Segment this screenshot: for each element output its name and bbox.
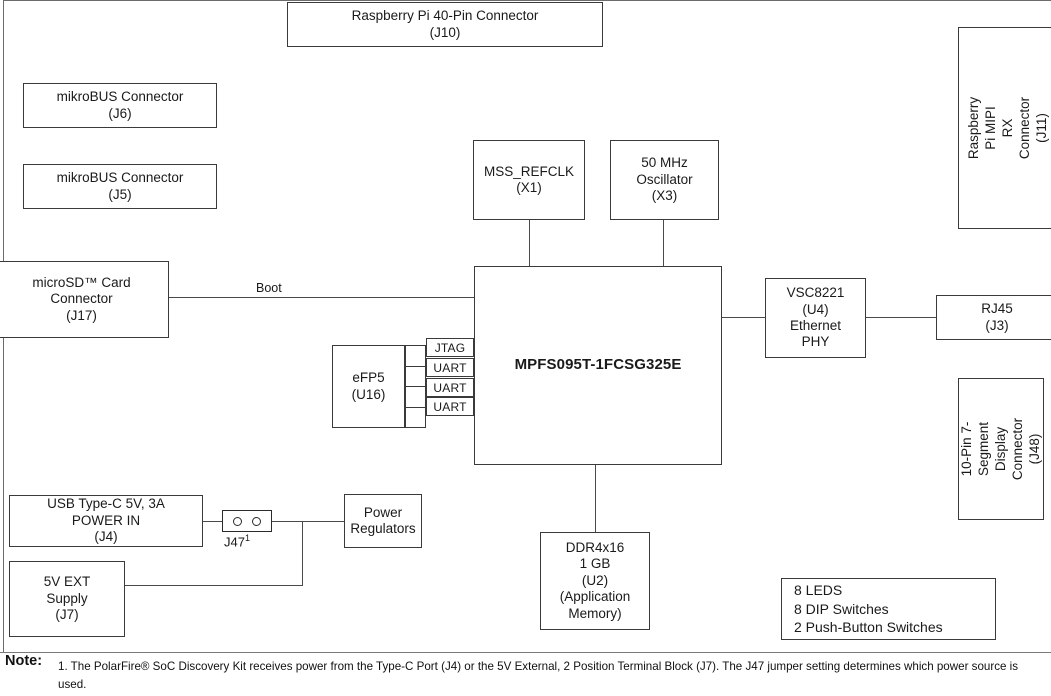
wire-soc-to-ddr4 (595, 464, 597, 533)
footnote-separator (0, 652, 1051, 654)
block-mikrobus-connector-j6[interactable]: mikroBUS Connector (J6) (23, 83, 217, 128)
interface-uart-2[interactable]: UART (426, 378, 474, 397)
block-usb-typec-power-in[interactable]: USB Type-C 5V, 3A POWER IN (J4) (9, 495, 203, 547)
wire-ext-supply-to-node (125, 585, 303, 587)
efp5-pin-cell-1 (406, 346, 425, 367)
wire-label-boot: Boot (253, 281, 285, 295)
jumper-j47[interactable] (222, 510, 272, 532)
block-raspberry-pi-mipi-rx-connector[interactable]: Raspberry Pi MIPI RX Connector (J11) (958, 27, 1051, 229)
footnote-area: Note: 1. The PolarFire® SoC Discovery Ki… (0, 652, 1051, 696)
block-rj45-connector[interactable]: RJ45 (J3) (936, 295, 1051, 340)
block-efp5[interactable]: eFP5 (U16) (332, 345, 405, 428)
block-io-summary[interactable]: 8 LEDS 8 DIP Switches 2 Push-Button Swit… (781, 578, 996, 640)
block-power-regulators[interactable]: Power Regulators (344, 494, 422, 548)
block-vsc8221-ethernet-phy[interactable]: VSC8221 (U4) Ethernet PHY (765, 278, 866, 358)
interface-uart-3[interactable]: UART (426, 397, 474, 416)
wire-refclk-to-soc (529, 220, 531, 268)
interface-jtag[interactable]: JTAG (426, 338, 474, 357)
block-mpfs095t-soc[interactable]: MPFS095T-1FCSG325E (474, 266, 722, 465)
efp5-pin-cell-2 (406, 367, 425, 387)
wire-soc-to-phy (721, 317, 767, 319)
block-mss-refclk[interactable]: MSS_REFCLK (X1) (473, 140, 585, 220)
block-mikrobus-connector-j5[interactable]: mikroBUS Connector (J5) (23, 164, 217, 209)
block-raspberry-pi-40pin-connector[interactable]: Raspberry Pi 40-Pin Connector (J10) (287, 2, 603, 47)
block-ddr4-memory[interactable]: DDR4x16 1 GB (U2) (Application Memory) (540, 532, 650, 630)
efp5-pin-cell-3 (406, 387, 425, 408)
jumper-pin-2-icon (252, 516, 261, 526)
block-7segment-display-connector[interactable]: 10-Pin 7-Segment Display Connector (J48) (958, 378, 1044, 520)
efp5-pin-cell-4 (406, 408, 425, 428)
jumper-pin-1-icon (233, 516, 242, 526)
wire-phy-to-rj45 (865, 317, 937, 319)
block-5v-ext-supply[interactable]: 5V EXT Supply (J7) (9, 561, 125, 637)
jumper-j47-footnote-marker: 1 (244, 533, 250, 543)
jumper-j47-label: J471 (224, 533, 250, 549)
wire-usbc-to-jumper (203, 521, 222, 523)
page-border-top (3, 0, 1051, 2)
wire-osc-to-soc (663, 220, 665, 268)
block-50mhz-oscillator[interactable]: 50 MHz Oscillator (X3) (610, 140, 719, 220)
wire-node-riser (302, 521, 304, 586)
jumper-j47-name: J47 (224, 534, 245, 550)
footnote-text: 1. The PolarFire® SoC Discovery Kit rece… (58, 660, 1019, 691)
wire-microsd-to-soc (168, 297, 478, 299)
block-7segment-display-connector-label: 10-Pin 7-Segment Display Connector (J48) (958, 417, 1042, 481)
footnote-label: Note: (5, 653, 43, 669)
block-microsd-card-connector[interactable]: microSD™ Card Connector (J17) (0, 261, 169, 338)
efp5-pin-stack (405, 345, 426, 428)
interface-uart-1[interactable]: UART (426, 358, 474, 377)
block-raspberry-pi-mipi-rx-connector-label: Raspberry Pi MIPI RX Connector (J11) (965, 96, 1049, 160)
wire-node-to-regulators (302, 521, 344, 523)
